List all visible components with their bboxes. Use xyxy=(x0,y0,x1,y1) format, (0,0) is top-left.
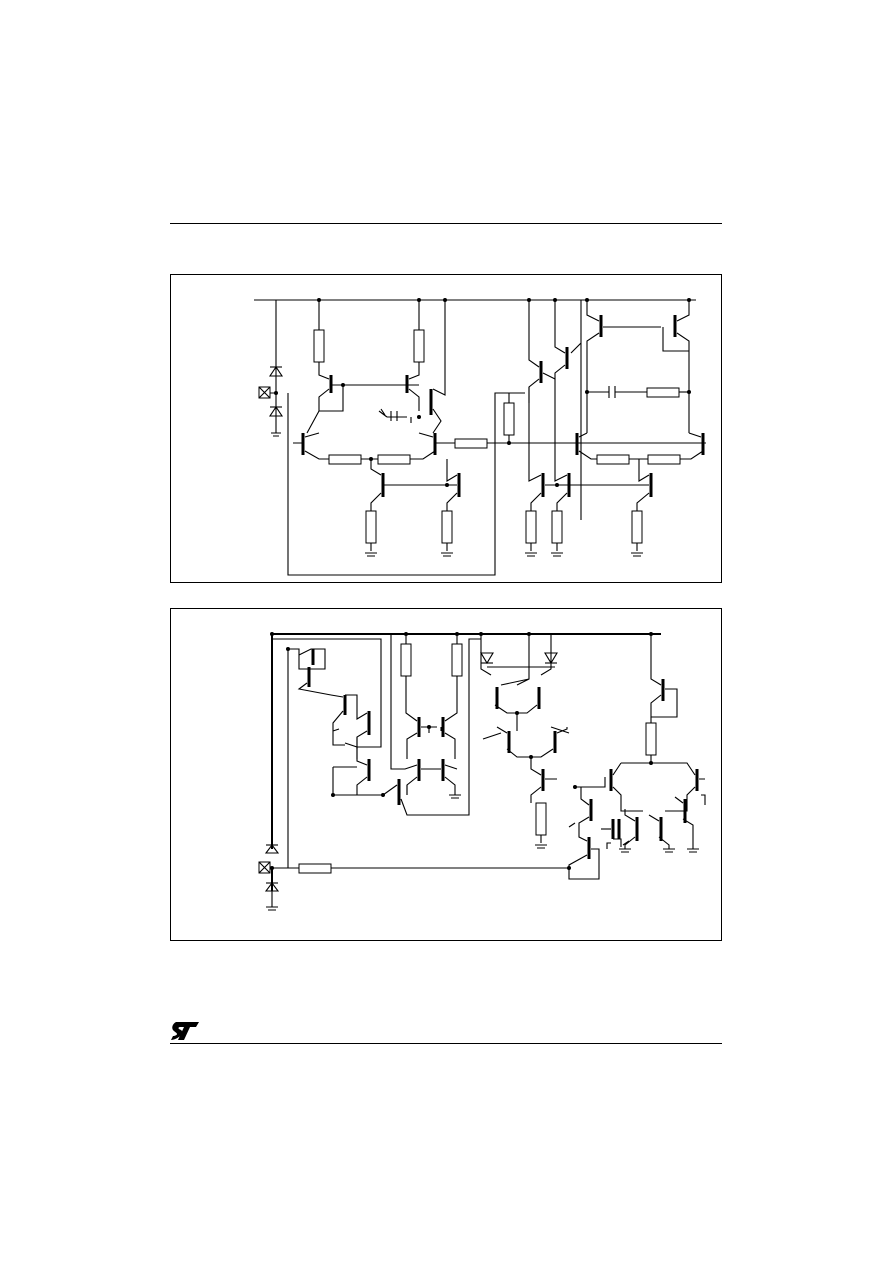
schematic-diagram-1 xyxy=(170,274,722,583)
st-logo-icon xyxy=(171,1022,199,1040)
schematic-2-svg xyxy=(258,632,706,911)
footer-rule xyxy=(170,1043,722,1044)
schematic-1-svg xyxy=(254,298,706,576)
schematic-diagram-2 xyxy=(170,608,722,941)
header-rule xyxy=(170,223,722,224)
